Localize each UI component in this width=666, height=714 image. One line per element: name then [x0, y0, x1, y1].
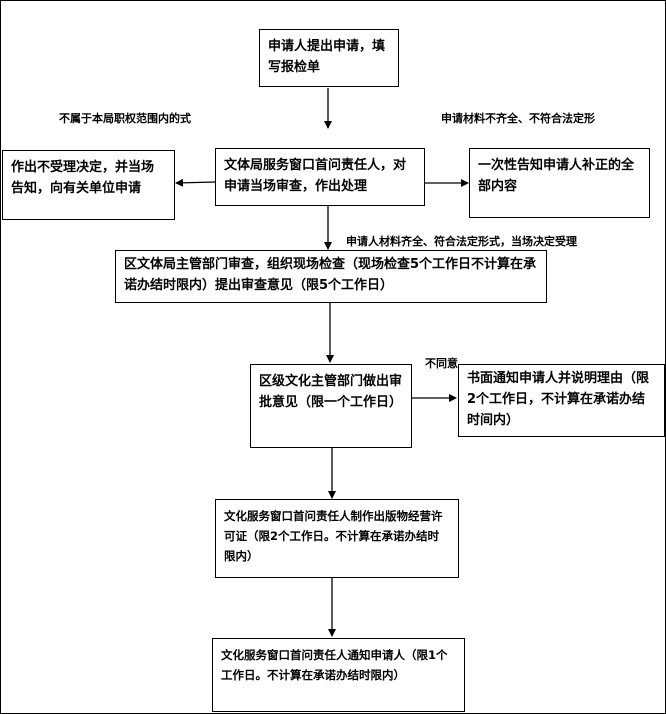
node-notify-applicant: 文化服务窗口首问责任人通知申请人（限1个工作日。不计算在承诺办结时限内）	[212, 638, 465, 712]
node-approval: 区级文化主管部门做出审批意见（限一个工作日）	[250, 364, 412, 448]
node-supplement: 一次性告知申请人补正的全部内容	[469, 148, 650, 218]
node-reject-text: 作出不受理决定，并当场告知，向有关单位申请	[11, 160, 155, 196]
node-window-review-text: 文体局服务窗口首问责任人，对申请当场审查，作出处理	[224, 158, 407, 194]
node-notify-reason-text: 书面通知申请人并说明理由（限2个工作日，不计算在承诺办结时间内）	[467, 371, 650, 428]
label-disagree: 不同意	[425, 357, 458, 370]
node-district-review-text: 区文体局主管部门审查，组织现场检查（现场检查5个工作日不计算在承诺办结时限内）提…	[124, 257, 537, 293]
arrow-window-to-reject	[175, 178, 216, 187]
label-out-of-scope: 不属于本局职权范围内的式	[59, 112, 191, 125]
node-supplement-text: 一次性告知申请人补正的全部内容	[478, 158, 635, 194]
node-reject: 作出不受理决定，并当场告知，向有关单位申请	[2, 150, 175, 220]
node-window-review: 文体局服务窗口首问责任人，对申请当场审查，作出处理	[215, 148, 425, 206]
node-notify-reason: 书面通知申请人并说明理由（限2个工作日，不计算在承诺办结时间内）	[458, 364, 665, 437]
node-approval-text: 区级文化主管部门做出审批意见（限一个工作日）	[259, 374, 403, 410]
node-notify-applicant-text: 文化服务窗口首问责任人通知申请人（限1个工作日。不计算在承诺办结时限内）	[221, 648, 448, 682]
node-apply: 申请人提出申请，填写报检单	[259, 29, 399, 87]
node-make-license: 文化服务窗口首问责任人制作出版物经营许可证（限2个工作日。不计算在承诺办结时限内…	[215, 499, 459, 578]
node-make-license-text: 文化服务窗口首问责任人制作出版物经营许可证（限2个工作日。不计算在承诺办结时限内…	[224, 509, 443, 563]
node-district-review: 区文体局主管部门审查，组织现场检查（现场检查5个工作日不计算在承诺办结时限内）提…	[115, 250, 547, 303]
node-apply-text: 申请人提出申请，填写报检单	[268, 39, 386, 75]
label-incomplete: 申请材料不齐全、不符合法定形	[441, 112, 595, 125]
label-complete: 申请人材料齐全、符合法定形式，当场决定受理	[346, 235, 577, 248]
